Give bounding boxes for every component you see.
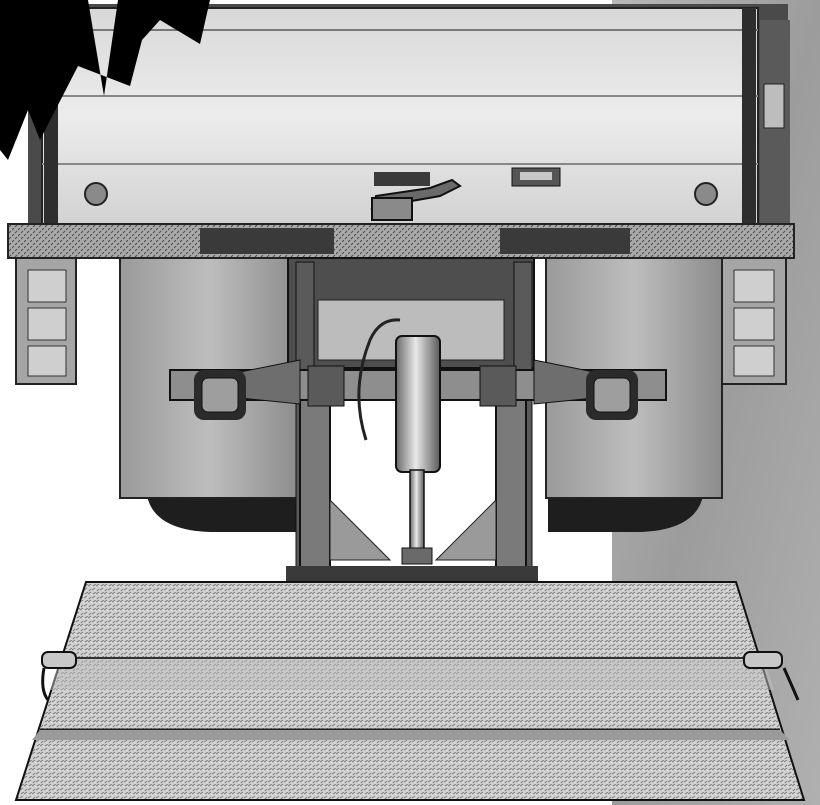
truck-body <box>28 4 790 226</box>
tail-light-icon <box>194 370 246 420</box>
right-side-step <box>721 257 787 385</box>
left-side-step <box>15 257 77 385</box>
rear-sill <box>7 223 795 259</box>
reflector-icon <box>694 182 718 206</box>
right-platform-roller <box>743 651 800 701</box>
right-tire <box>548 490 704 532</box>
hydraulic-cylinder-icon <box>395 335 441 565</box>
left-platform-roller <box>41 651 77 701</box>
latch-handle-icon <box>370 172 462 221</box>
tail-light-icon <box>586 370 638 420</box>
reflector-icon <box>84 182 108 206</box>
liftgate-platform <box>14 581 806 801</box>
left-tire <box>146 490 300 532</box>
door-hinge-bracket <box>763 83 785 129</box>
starburst-icon <box>0 0 210 160</box>
